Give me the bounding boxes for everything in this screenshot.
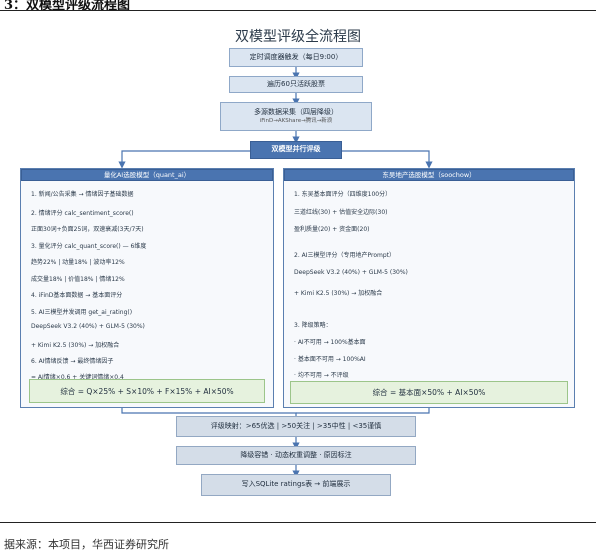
step-traverse-label: 遍历60只活跃股票	[267, 79, 325, 88]
soochow-line-7: + Kimi K2.5 (30%) → 加权融合	[294, 290, 383, 297]
quant-line-3: 正面30词+负面25词，双速衰减(3天/7天)	[31, 226, 144, 233]
soochow-panel-header: 东吴地产选股模型（soochow）	[284, 169, 574, 181]
step-collect: 多源数据采集（四层降级） iFinD→AKShare→腾讯→新浪	[220, 102, 372, 131]
step-collect-title: 多源数据采集（四层降级）	[254, 108, 338, 117]
quant-line-1: 1. 新闻/公告采集 → 情绪因子基础数据	[31, 191, 134, 198]
soochow-line-5: 2. AI三模型评分（专用地产Prompt）	[294, 252, 396, 259]
quant-line-8: 5. AI三模型并发调用 get_ai_rating()	[31, 309, 133, 316]
quant-ai-panel: 量化AI选股模型（quant_ai） 1. 新闻/公告采集 → 情绪因子基础数据…	[20, 168, 274, 408]
soochow-line-1: 1. 东吴基本面评分（四维度100分）	[294, 191, 392, 198]
step-trigger-label: 定时调度器触发（每日9:00）	[249, 52, 343, 61]
quant-line-12: = AI情绪×0.6 + 关键词情绪×0.4	[31, 374, 124, 381]
source-note: 据来源：本项目，华西证券研究所	[4, 538, 169, 551]
arrow-right-branch	[342, 150, 433, 169]
soochow-line-3: 盈利质量(20) + 资金面(20)	[294, 226, 370, 233]
top-rule	[0, 10, 596, 11]
quant-line-5: 趋势22% | 动量18% | 波动率12%	[31, 259, 125, 266]
quant-ai-panel-header: 量化AI选股模型（quant_ai）	[21, 169, 273, 181]
fallback-box: 降级容错 · 动态权重调整 · 原因标注	[176, 446, 416, 465]
soochow-line-12: · 均不可用 → 不评级	[294, 372, 349, 379]
diagram-title: 双模型评级全流程图	[235, 29, 361, 45]
soochow-line-9: 3. 降级策略：	[294, 322, 332, 329]
quant-line-9: DeepSeek V3.2 (40%) + GLM-5 (30%)	[31, 323, 145, 330]
figure-caption: 3：双模型评级流程图	[4, 0, 131, 13]
bottom-rule	[0, 522, 596, 523]
soochow-line-2: 三道红线(30) + 估值安全边际(30)	[294, 209, 388, 216]
write-db-label: 写入SQLite ratings表 → 前端展示	[241, 480, 351, 489]
merge-left	[121, 408, 297, 416]
quant-line-2: 2. 情绪评分 calc_sentiment_score()	[31, 210, 134, 217]
step-traverse: 遍历60只活跃股票	[229, 76, 363, 93]
merge-right	[296, 408, 430, 414]
quant-line-7: 4. iFinD基本面数据 → 基本面评分	[31, 292, 123, 299]
quant-line-6: 成交量18% | 价值18% | 情绪12%	[31, 276, 125, 283]
quant-formula: 综合 = Q×25% + S×10% + F×15% + AI×50%	[29, 379, 265, 403]
soochow-line-11: · 基本面不可用 → 100%AI	[294, 356, 366, 363]
quant-line-4: 3. 量化评分 calc_quant_score() — 6维度	[31, 243, 147, 250]
step-collect-sub: iFinD→AKShare→腾讯→新浪	[259, 117, 333, 124]
step-parallel: 双模型并行评级	[250, 141, 342, 159]
quant-line-11: 6. AI情绪反馈 → 最终情绪因子	[31, 358, 114, 365]
quant-line-10: + Kimi K2.5 (30%) → 加权融合	[31, 342, 120, 349]
rating-mapping-box: 评级映射：>65优选 | >50关注 | >35中性 | <35谨慎	[176, 416, 416, 437]
rating-mapping-label: 评级映射：>65优选 | >50关注 | >35中性 | <35谨慎	[210, 421, 382, 430]
soochow-line-6: DeepSeek V3.2 (40%) + GLM-5 (30%)	[294, 269, 408, 276]
arrow-left-branch	[118, 150, 250, 169]
soochow-line-10: · AI不可用 → 100%基本面	[294, 339, 366, 346]
write-db-box: 写入SQLite ratings表 → 前端展示	[201, 474, 391, 496]
step-parallel-label: 双模型并行评级	[271, 145, 321, 154]
soochow-formula: 综合 = 基本面×50% + AI×50%	[290, 381, 568, 404]
fallback-label: 降级容错 · 动态权重调整 · 原因标注	[240, 450, 352, 459]
soochow-panel: 东吴地产选股模型（soochow） 1. 东吴基本面评分（四维度100分） 三道…	[283, 168, 575, 408]
step-trigger: 定时调度器触发（每日9:00）	[229, 48, 363, 67]
